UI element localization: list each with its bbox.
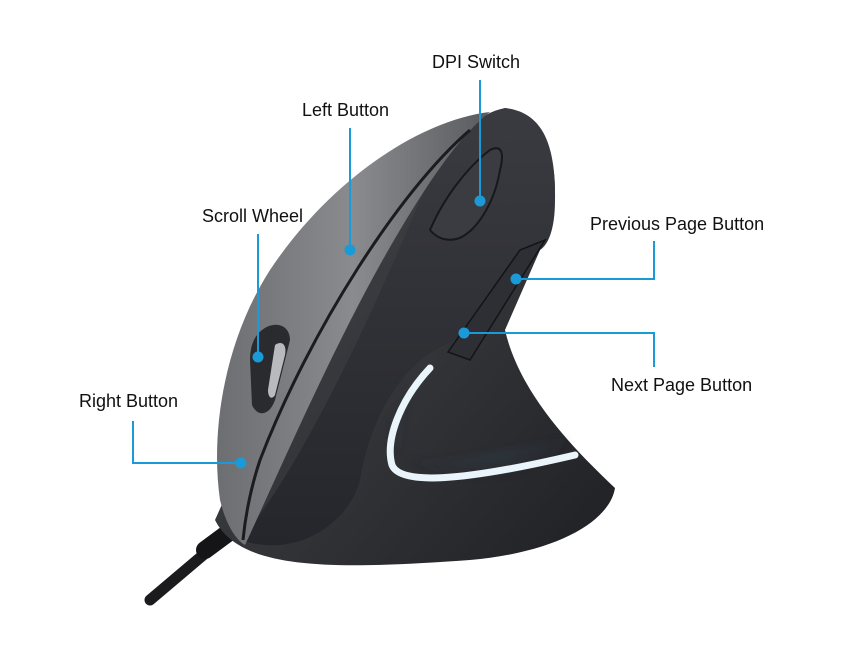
previous-page-callout-dot [510,273,522,285]
label-scroll-wheel: Scroll Wheel [202,206,304,226]
left-button-callout-dot [344,244,356,256]
label-previous-page-button: Previous Page Button [590,214,765,234]
label-next-page-button: Next Page Button [611,375,753,395]
mouse-top-shell [217,112,490,545]
right-button-callout-dot [235,457,247,469]
label-left-button: Left Button [302,100,390,120]
dpi-callout-dot [474,195,486,207]
side-buttons-shape [446,238,547,361]
label-right-button: Right Button [79,391,179,411]
scroll-wheel-callout-dot [252,351,264,363]
next-page-callout-dot [458,327,470,339]
dpi-button-shape [428,147,503,241]
label-dpi-switch: DPI Switch [432,52,521,72]
led-light-strip [386,364,579,482]
